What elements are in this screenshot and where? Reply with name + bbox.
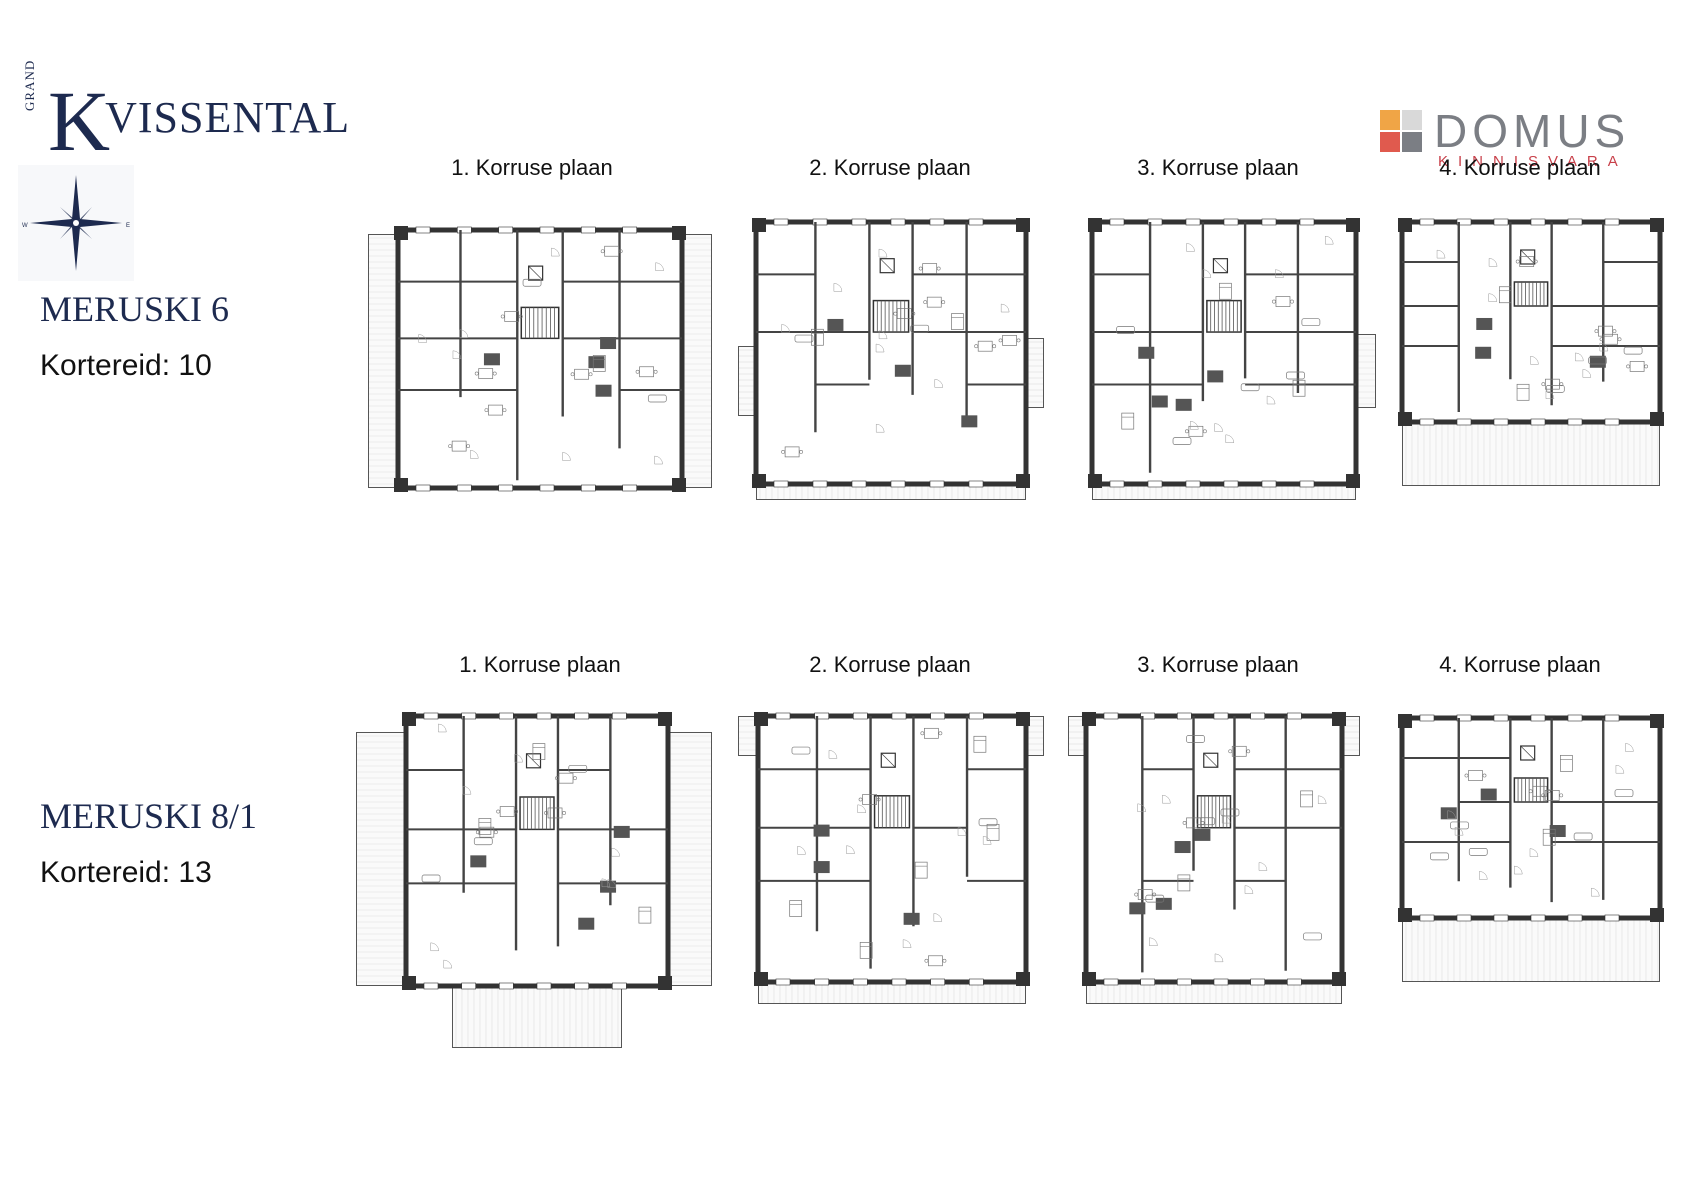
floor-plan-meruski-8-1-3 <box>1068 712 1360 1004</box>
floor-caption-meruski-8-1-1: 1. Korruse plaan <box>459 652 621 677</box>
domus-wordmark: DOMUS <box>1434 105 1631 157</box>
logo-square-dark <box>1402 132 1422 152</box>
floor-plan-meruski-6-4 <box>1398 218 1664 486</box>
logo-grand-text: GRAND <box>22 59 37 111</box>
plan-drawing <box>738 712 1044 1004</box>
floor-caption-meruski-6-2: 2. Korruse plaan <box>809 155 971 180</box>
floor-plan-meruski-6-3 <box>1088 218 1376 500</box>
compass-rose-icon: W E <box>18 165 134 281</box>
logo-wordmark: KVISSENTAL <box>48 60 351 164</box>
logo-square-orange <box>1380 110 1400 130</box>
logo-initial: K <box>48 73 112 169</box>
logo-square-red <box>1380 132 1400 152</box>
compass-east-label: E <box>126 223 130 229</box>
building-name-meruski-6: MERUSKI 6 <box>40 289 230 329</box>
apartment-count-meruski-8-1: Kortereid: 13 <box>40 856 212 889</box>
floor-plan-meruski-8-1-4 <box>1398 714 1664 982</box>
floor-plan-meruski-8-1-1 <box>356 712 712 1048</box>
plan-drawing <box>1088 218 1376 500</box>
plan-drawing <box>356 712 712 1048</box>
compass-west-label: W <box>22 223 28 229</box>
plan-drawing <box>368 226 712 492</box>
floor-plan-meruski-6-1 <box>368 226 712 492</box>
grand-kvissental-logo: GRAND KVISSENTAL <box>22 40 349 164</box>
plan-drawing <box>1068 712 1360 1004</box>
domus-tagline: KINNISVARA <box>1438 153 1628 170</box>
building-name-meruski-8-1: MERUSKI 8/1 <box>40 796 258 836</box>
floor-plan-meruski-6-2 <box>738 218 1044 500</box>
floor-caption-meruski-8-1-2: 2. Korruse plaan <box>809 652 971 677</box>
floor-caption-meruski-6-3: 3. Korruse plaan <box>1137 155 1299 180</box>
logo-name-rest: VISSENTAL <box>105 93 351 142</box>
plan-drawing <box>738 218 1044 500</box>
floor-plan-meruski-8-1-2 <box>738 712 1044 1004</box>
floor-caption-meruski-6-1: 1. Korruse plaan <box>451 155 613 180</box>
logo-square-grey <box>1402 110 1422 130</box>
floor-caption-meruski-8-1-3: 3. Korruse plaan <box>1137 652 1299 677</box>
plan-drawing <box>1398 714 1664 982</box>
floor-caption-meruski-6-4: 4. Korruse plaan <box>1439 155 1601 180</box>
plan-drawing <box>1398 218 1664 486</box>
domus-kinnisvara-logo: DOMUS KINNISVARA <box>1380 105 1631 170</box>
floor-caption-meruski-8-1-4: 4. Korruse plaan <box>1439 652 1601 677</box>
apartment-count-meruski-6: Kortereid: 10 <box>40 349 212 382</box>
